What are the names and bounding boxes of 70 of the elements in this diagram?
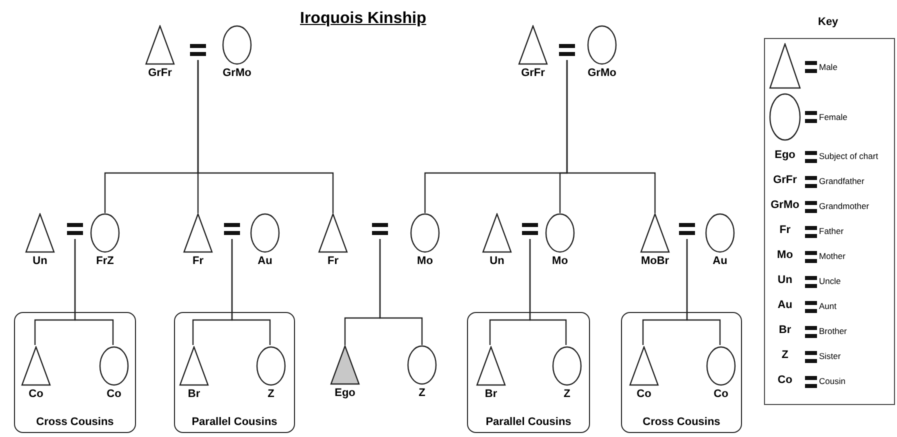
key-abbreviation: GrMo: [770, 199, 800, 211]
key-meaning: Grandmother: [819, 201, 870, 211]
kin-term: Mo: [551, 255, 569, 268]
kin-term: FrZ: [95, 255, 115, 268]
diagram-title: Iroquois Kinship: [300, 10, 426, 28]
cousin-group-box: [174, 312, 295, 433]
key-meaning: Brother: [819, 326, 847, 336]
key-abbreviation: Un: [776, 274, 794, 286]
marriage-sign: [679, 222, 695, 236]
key-abbreviation: Br: [778, 324, 792, 336]
kin-term: Z: [562, 388, 572, 401]
key-meaning: Mother: [819, 251, 846, 261]
kin-term: Br: [186, 388, 202, 401]
descent-line: [529, 239, 567, 345]
key-abbreviation: Z: [780, 349, 790, 361]
descent-line: [231, 239, 271, 345]
marriage-sign: [67, 222, 83, 236]
kin-term: Au: [712, 255, 728, 268]
descent-line: [566, 60, 656, 213]
key-abbreviation: Au: [776, 299, 794, 311]
cousin-group-box: [14, 312, 136, 433]
kin-term: Un: [488, 255, 506, 268]
kin-term: Z: [418, 387, 426, 400]
descent-line: [686, 239, 721, 345]
kin-term: Fr: [192, 255, 204, 268]
legend-text: Male: [819, 62, 838, 72]
key-abbreviation: Ego: [774, 149, 796, 161]
descent-line: [197, 60, 334, 213]
kin-term: Co: [712, 388, 730, 401]
kin-term: Br: [484, 388, 498, 401]
key-abbreviation: Co: [776, 374, 794, 386]
key-meaning: Cousin: [819, 376, 846, 386]
group-title: Parallel Cousins: [486, 416, 572, 428]
kin-term: Co: [636, 388, 652, 401]
key-meaning: Grandfather: [819, 176, 864, 186]
kin-term: GrMo: [586, 67, 618, 80]
group-title: Cross Cousins: [642, 416, 720, 428]
marriage-sign: [372, 222, 388, 236]
kin-term: MoBr: [640, 255, 670, 268]
kin-term: Au: [256, 255, 274, 268]
group-title: Parallel Cousins: [192, 416, 278, 428]
marriage-sign: [224, 222, 240, 236]
key-meaning: Father: [819, 226, 844, 236]
key-meaning: Uncle: [819, 276, 841, 286]
marriage-sign: [522, 222, 538, 236]
kin-term: Z: [266, 388, 276, 401]
descent-line: [379, 239, 423, 345]
kin-term: GrFr: [147, 67, 173, 80]
kin-term: Fr: [326, 255, 340, 268]
legend-text: Female: [819, 112, 848, 122]
descent-line: [74, 239, 114, 345]
key-meaning: Sister: [819, 351, 841, 361]
kin-term: Co: [28, 388, 44, 401]
key-heading: Key: [818, 16, 838, 28]
marriage-sign: [190, 43, 206, 57]
kin-term: Un: [32, 255, 48, 268]
key-meaning: Subject of chart: [819, 151, 878, 161]
cousin-group-box: [467, 312, 590, 433]
cousin-group-box: [621, 312, 742, 433]
kin-term: Mo: [416, 255, 434, 268]
marriage-sign: [559, 43, 575, 57]
kin-term: GrMo: [222, 67, 252, 80]
kin-term: Ego: [334, 387, 356, 400]
kin-term: GrFr: [520, 67, 546, 80]
key-abbreviation: Fr: [778, 224, 792, 236]
key-abbreviation: GrFr: [772, 174, 798, 186]
kin-term: Co: [106, 388, 122, 401]
key-meaning: Aunt: [819, 301, 836, 311]
key-abbreviation: Mo: [776, 249, 794, 261]
group-title: Cross Cousins: [36, 416, 114, 428]
